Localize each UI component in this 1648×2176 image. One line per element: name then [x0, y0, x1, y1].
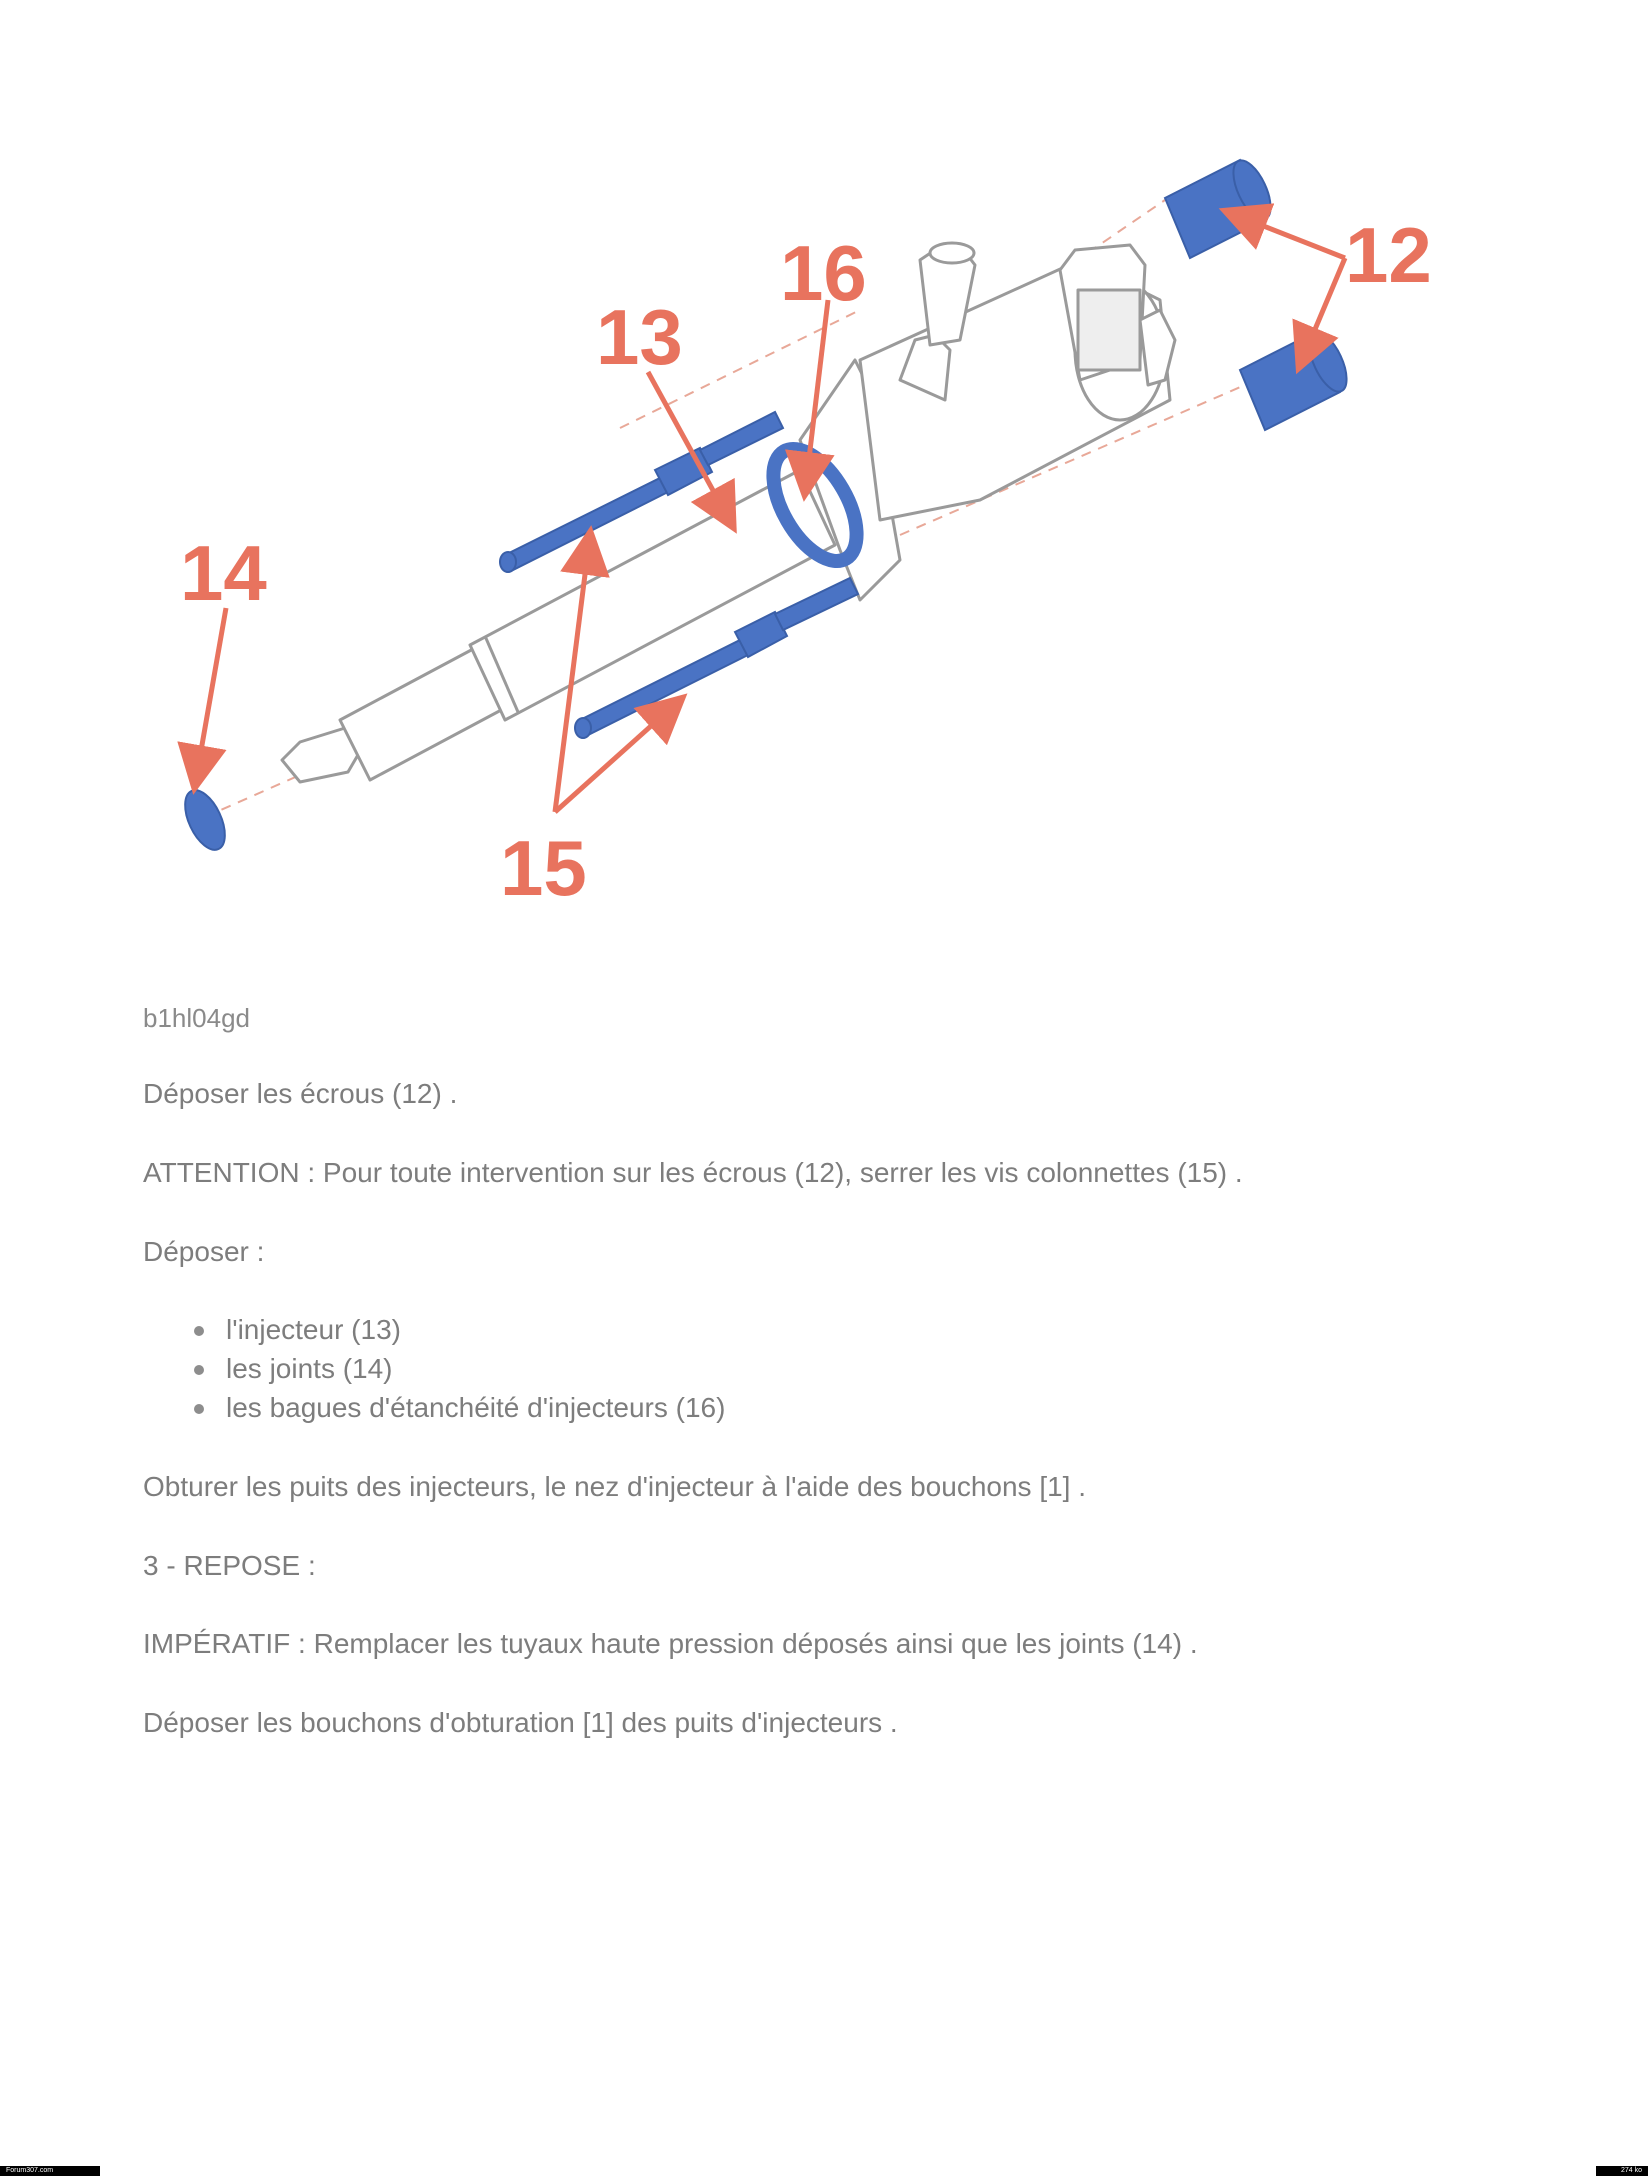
callout-12: 12 — [1345, 211, 1432, 299]
list-item-text: les bagues d'étanchéité d'injecteurs (16… — [226, 1392, 726, 1423]
bullet-icon — [194, 1365, 204, 1375]
footer-file-size: 274 ko — [1596, 2166, 1648, 2176]
nuts-12 — [1163, 158, 1348, 432]
section-heading-repose: 3 - REPOSE : — [143, 1550, 316, 1581]
callout-15: 15 — [500, 824, 587, 912]
injector-body — [280, 241, 1177, 784]
list-item-text: l'injecteur (13) — [226, 1314, 401, 1345]
instruction-remove-heading: Déposer : — [143, 1236, 265, 1267]
instruction-seal-wells: Obturer les puits des injecteurs, le nez… — [143, 1471, 1087, 1502]
seal-washer-14 — [184, 789, 226, 851]
callout-arrows — [177, 203, 1348, 814]
stud-bolts-15 — [499, 410, 860, 739]
footer-source-label: Forum307.com — [0, 2166, 100, 2176]
sealing-ring-16 — [766, 441, 864, 569]
list-item-text: les joints (14) — [226, 1353, 393, 1384]
instruction-remove-plugs: Déposer les bouchons d'obturation [1] de… — [143, 1707, 898, 1738]
warning-attention: ATTENTION : Pour toute intervention sur … — [143, 1157, 1243, 1188]
callout-14: 14 — [180, 529, 267, 617]
imperative-note: IMPÉRATIF : Remplacer les tuyaux haute p… — [143, 1628, 1198, 1659]
instruction-remove-nuts: Déposer les écrous (12) . — [143, 1078, 458, 1109]
list-item: les bagues d'étanchéité d'injecteurs (16… — [190, 1388, 725, 1427]
list-item: les joints (14) — [190, 1349, 725, 1388]
bullet-icon — [194, 1404, 204, 1414]
figure-reference-code: b1hl04gd — [143, 1003, 250, 1033]
callout-16: 16 — [780, 229, 867, 317]
injector-exploded-view: 12 13 14 15 16 — [177, 158, 1432, 912]
bullet-icon — [194, 1326, 204, 1336]
list-item: l'injecteur (13) — [190, 1310, 725, 1349]
callout-13: 13 — [596, 293, 683, 381]
removal-list: l'injecteur (13) les joints (14) les bag… — [190, 1310, 725, 1427]
